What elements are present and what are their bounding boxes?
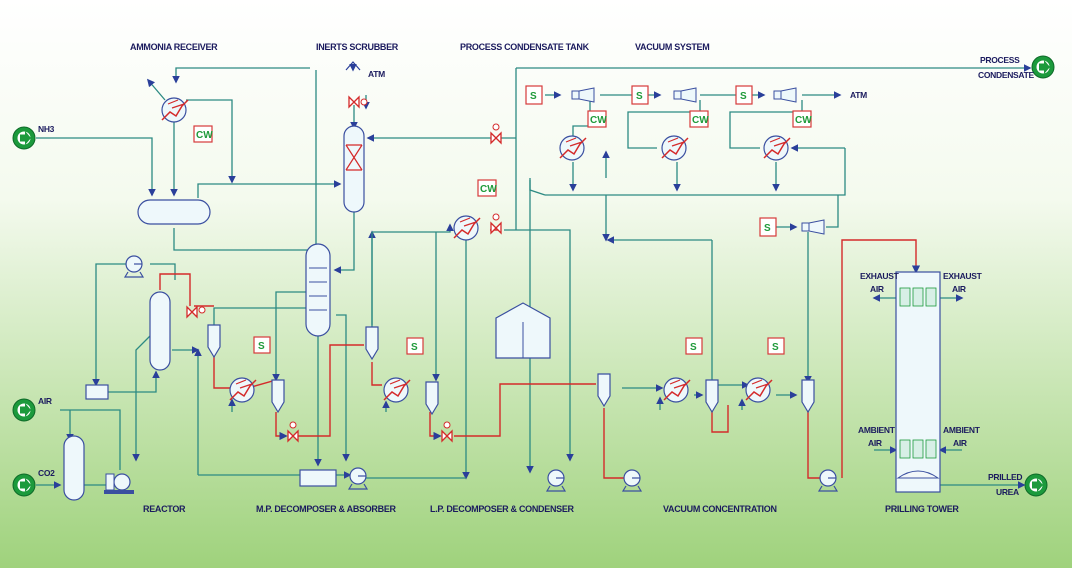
inerts-scrubber-label: INERTS SCRUBBER bbox=[316, 42, 399, 52]
ammonia-receiver-drum bbox=[137, 199, 211, 225]
prilling-tower-scraper bbox=[896, 470, 940, 479]
lp-decomposer-label: L.P. DECOMPOSER & CONDENSER bbox=[430, 504, 575, 514]
cw-tag-vac-3 bbox=[792, 110, 812, 128]
co2-inlet-icon bbox=[12, 473, 36, 497]
prilling-tower-label: PRILLING TOWER bbox=[885, 504, 959, 514]
steam-tag-vac-3 bbox=[735, 85, 753, 105]
reactor-label: REACTOR bbox=[143, 504, 186, 514]
cw-tag-ammonia bbox=[193, 125, 213, 143]
air-inlet-icon bbox=[12, 398, 36, 422]
steam-tag-vc-2-text: S bbox=[772, 342, 779, 353]
steam-tag-vac-4-text: S bbox=[764, 223, 771, 234]
process-condensate-outlet-icon bbox=[1031, 55, 1055, 79]
cw-tag-vac-2 bbox=[689, 110, 709, 128]
steam-tag-lp bbox=[406, 337, 424, 355]
exhaust-air-right-1: EXHAUST bbox=[943, 271, 983, 281]
cw-tag-vac-3-text: CW bbox=[795, 115, 812, 126]
steam-tag-vac-4 bbox=[759, 217, 777, 237]
ambient-air-right-1: AMBIENT bbox=[943, 425, 981, 435]
steam-and-melt-lines bbox=[159, 229, 921, 479]
steam-tag-vac-1 bbox=[525, 85, 543, 105]
vacuum-concentration-label: VACUUM CONCENTRATION bbox=[663, 504, 777, 514]
nh3-inlet-icon bbox=[12, 126, 36, 150]
atm-vacuum-label: ATM bbox=[850, 90, 867, 100]
reactor-vessel bbox=[149, 291, 171, 371]
prilled-urea-label-2: UREA bbox=[996, 487, 1019, 497]
steam-tag-vac-1-text: S bbox=[530, 91, 537, 102]
steam-tag-vac-2 bbox=[631, 85, 649, 105]
process-condensate-label-2: CONDENSATE bbox=[978, 70, 1035, 80]
cw-tag-lp bbox=[477, 179, 497, 197]
steam-tag-vc-1 bbox=[685, 337, 703, 355]
cw-tag-ammonia-text: CW bbox=[196, 130, 213, 141]
mp-decomposer-label: M.P. DECOMPOSER & ABSORBER bbox=[256, 504, 397, 514]
steam-tag-mp-text: S bbox=[258, 341, 265, 352]
cw-tag-vac-2-text: CW bbox=[692, 115, 709, 126]
mp-exchanger-box bbox=[299, 469, 337, 487]
steam-tag-mp bbox=[253, 336, 271, 354]
prilled-urea-label-1: PRILLED bbox=[988, 472, 1022, 482]
ammonia-receiver-label: AMMONIA RECEIVER bbox=[130, 42, 218, 52]
process-condensate-label-1: PROCESS bbox=[980, 55, 1020, 65]
air-stream-label: AIR bbox=[38, 396, 52, 406]
ambient-air-left-2: AIR bbox=[868, 438, 882, 448]
exhaust-air-left-1: EXHAUST bbox=[860, 271, 900, 281]
steam-tag-lp-text: S bbox=[411, 342, 418, 353]
steam-tag-vac-2-text: S bbox=[636, 91, 643, 102]
co2-stream-label: CO2 bbox=[38, 468, 55, 478]
cw-tag-lp-text: CW bbox=[480, 184, 497, 195]
mp-absorber-column bbox=[305, 243, 331, 337]
prilling-tower-packing-top bbox=[899, 287, 937, 459]
co2-knockout-drum bbox=[63, 435, 85, 501]
vacuum-system-label: VACUUM SYSTEM bbox=[635, 42, 709, 52]
ambient-air-right-2: AIR bbox=[953, 438, 967, 448]
exhaust-air-left-2: AIR bbox=[870, 284, 884, 294]
prilled-urea-outlet-icon bbox=[1024, 473, 1048, 497]
air-compressor-box bbox=[85, 384, 109, 400]
cw-tag-vac-1 bbox=[587, 110, 607, 128]
atm-scrubber-label: ATM bbox=[368, 69, 385, 79]
ambient-air-left-1: AMBIENT bbox=[858, 425, 896, 435]
cw-tag-vac-1-text: CW bbox=[590, 115, 607, 126]
nh3-stream-label: NH3 bbox=[38, 124, 55, 134]
steam-tag-vc-1-text: S bbox=[690, 342, 697, 353]
steam-tag-vc-2 bbox=[767, 337, 785, 355]
exhaust-air-right-2: AIR bbox=[952, 284, 966, 294]
inerts-scrubber-column bbox=[343, 125, 365, 213]
process-condensate-tank-label: PROCESS CONDENSATE TANK bbox=[460, 42, 590, 52]
steam-tag-vac-3-text: S bbox=[740, 91, 747, 102]
co2-compressor-icon bbox=[113, 473, 131, 491]
